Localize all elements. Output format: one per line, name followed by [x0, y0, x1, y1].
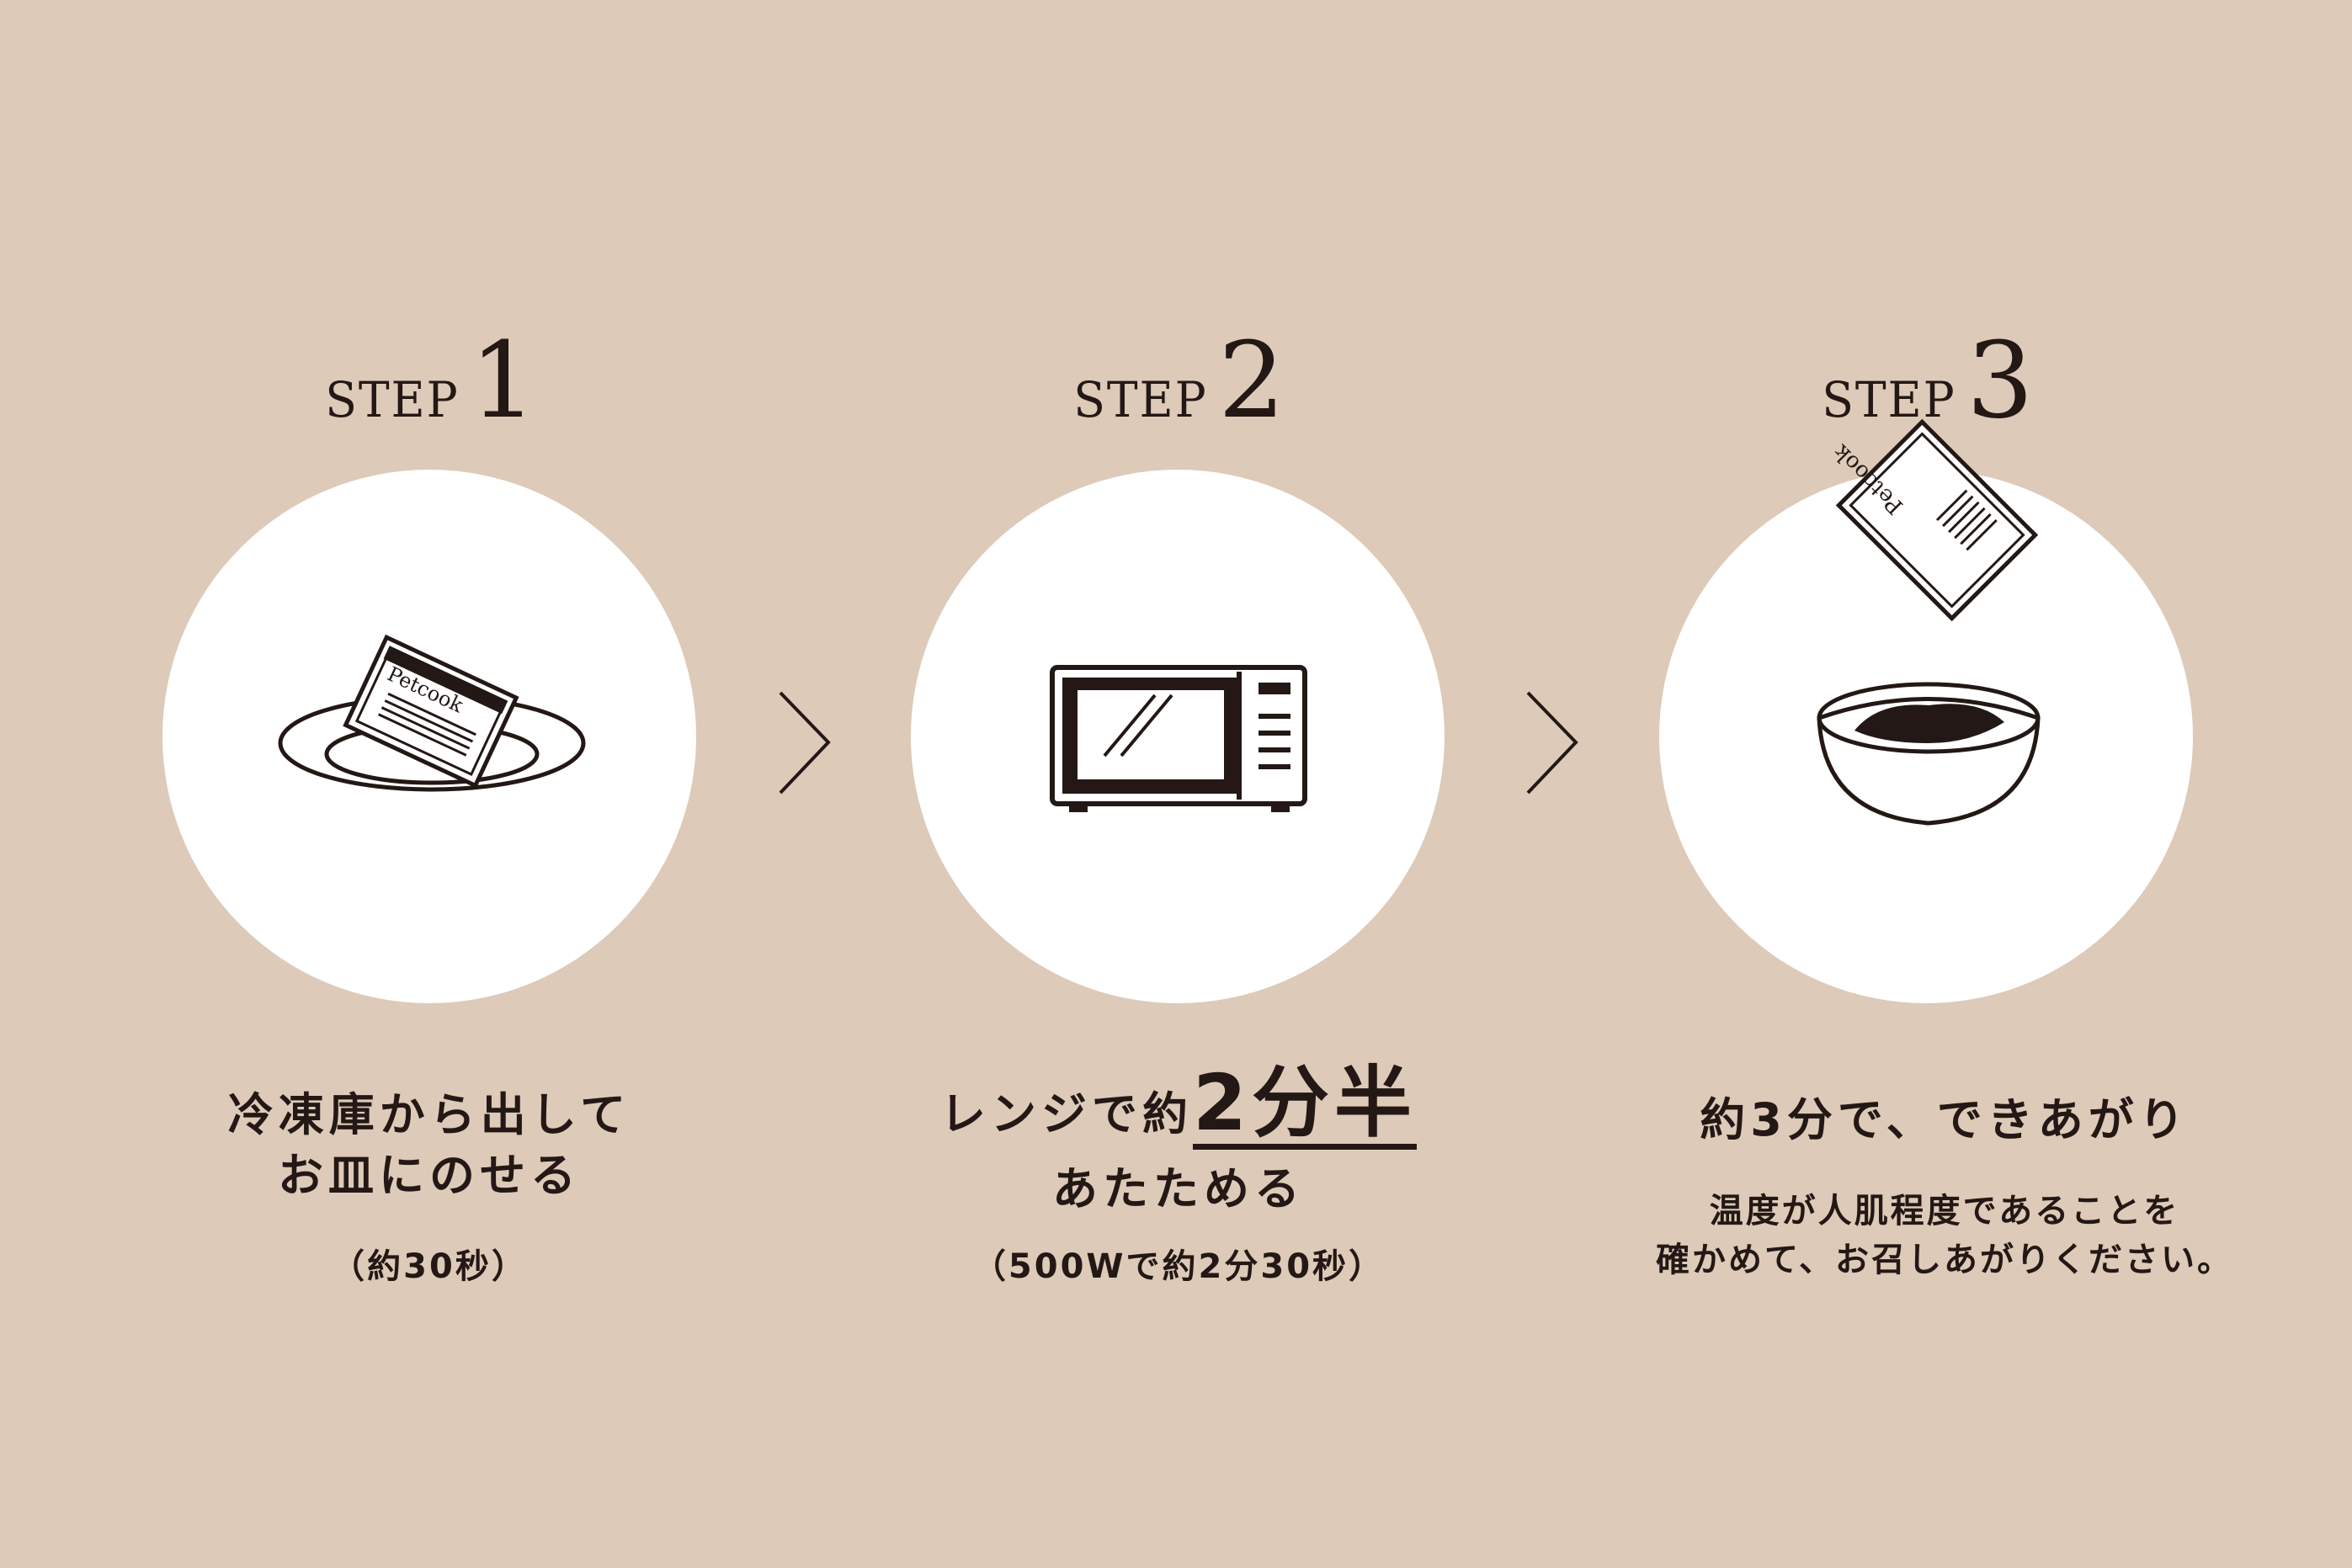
chevron-right-icon [779, 691, 831, 795]
chevron-right-icon [1526, 691, 1578, 795]
step-3-heading: STEP3 [1674, 320, 2179, 442]
step-2-note: （500Wで約2分30秒） [971, 1247, 1386, 1286]
step-3-note-line-2: 確かめて、お召しあがりください。 [1656, 1241, 2233, 1279]
step-3-instruction: 約3分で、できあがり [1700, 1093, 2190, 1146]
step-number: 1 [470, 320, 537, 442]
bowl-icon: Petcook [1817, 418, 2041, 826]
step-1-instruction-line-2: お皿にのせる [278, 1149, 581, 1202]
step-2-heading: STEP2 [925, 320, 1430, 442]
plate-with-pack-icon: Petcook [278, 634, 586, 792]
step-3-note-line-1: 温度が人肌程度であることを [1709, 1192, 2180, 1230]
step-3-illustration: Petcook [1659, 418, 2193, 1003]
step-number: 3 [1966, 320, 2034, 442]
microwave-icon [1050, 665, 1307, 812]
step-1-note: （約30秒） [331, 1247, 528, 1286]
step-1-instruction-line-1: 冷凍庫から出して [227, 1088, 631, 1141]
step-1-illustration: Petcook [162, 470, 696, 1003]
step-label: STEP [325, 371, 460, 428]
instruction-prefix: レンジで約 [939, 1087, 1193, 1140]
step-label: STEP [1822, 371, 1956, 428]
time-highlight: 2分半 [1192, 1058, 1417, 1150]
step-1-heading: STEP1 [177, 320, 682, 442]
step-2-illustration [911, 470, 1445, 1003]
step-2-instruction-line-2: あたためる [1052, 1162, 1305, 1215]
step-number: 2 [1218, 320, 1285, 442]
step-label: STEP [1073, 371, 1208, 428]
step-2-instruction-line-1: レンジで約2分半 [800, 1065, 1557, 1150]
